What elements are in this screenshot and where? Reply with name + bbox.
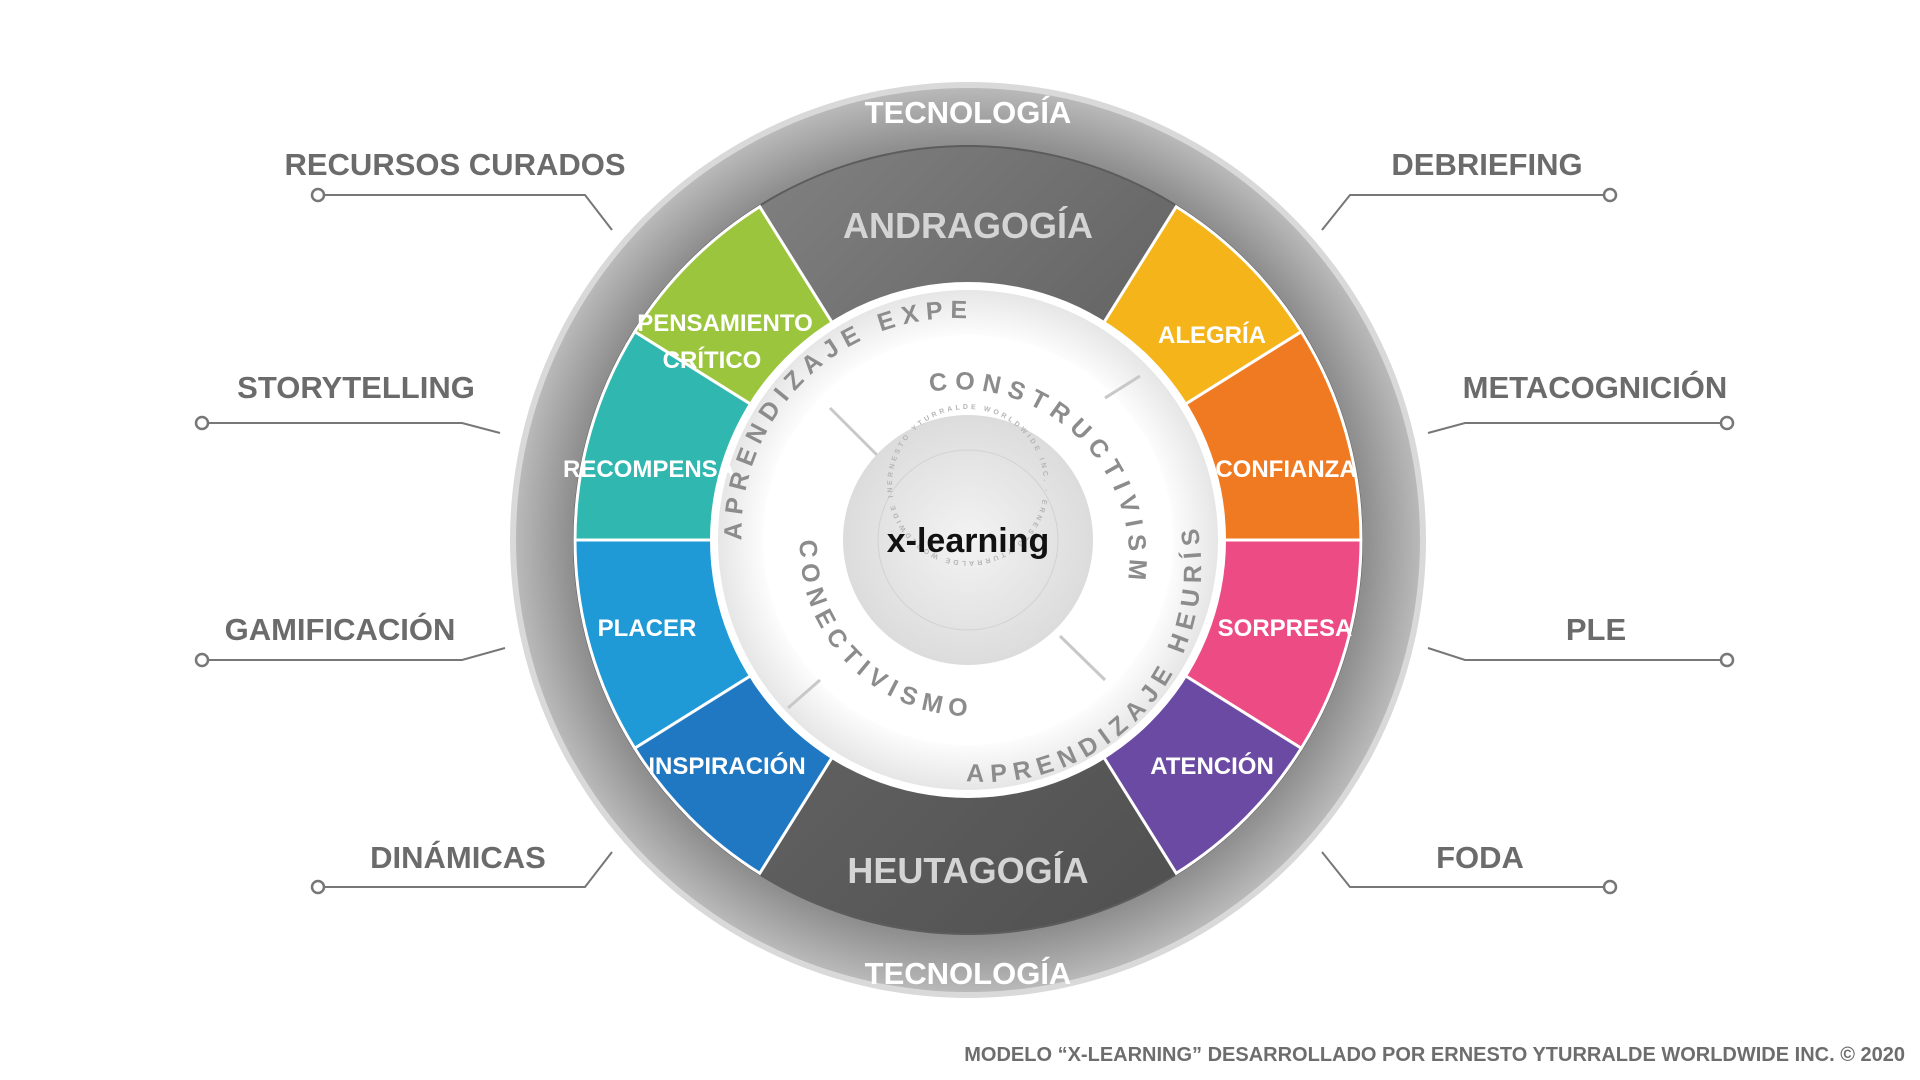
- callout-line-foda: [1321, 851, 1610, 888]
- callout-dot-metacognicion: [1719, 415, 1735, 431]
- sorpresa-label: SORPRESA: [1218, 615, 1353, 642]
- technology-top-label: TECNOLOGÍA: [865, 95, 1072, 130]
- callout-line-debriefing: [1321, 194, 1610, 231]
- callout-line-dinamicas: [318, 851, 613, 888]
- callout-gamificacion: GAMIFICACIÓN: [225, 611, 456, 647]
- callout-dots-right: [1602, 187, 1735, 895]
- alegria-label: ALEGRÍA: [1158, 321, 1266, 349]
- callout-line-gamificacion: [202, 647, 506, 661]
- callout-line-ple: [1427, 647, 1727, 661]
- confianza-label: CONFIANZA: [1215, 456, 1356, 483]
- callout-line-recursos: [318, 194, 613, 231]
- callouts-left: [202, 194, 613, 888]
- inner-divider-ne: [1104, 374, 1141, 400]
- callout-dot-storytelling: [194, 415, 210, 431]
- inner-divider-nw: [828, 406, 882, 460]
- inner-divider-sw: [787, 678, 821, 710]
- technology-bottom-label: TECNOLOGÍA: [865, 956, 1072, 991]
- callout-dot-foda: [1602, 879, 1618, 895]
- recompensa-label: RECOMPENSA: [563, 456, 735, 483]
- callout-metacognicion: METACOGNICIÓN: [1463, 369, 1728, 405]
- callout-storytelling: STORYTELLING: [237, 370, 475, 405]
- callout-line-metacognicion: [1427, 422, 1727, 434]
- heutagogia-label: HEUTAGOGÍA: [847, 850, 1088, 891]
- callout-dot-recursos: [310, 187, 326, 203]
- segment-ring: [573, 204, 1363, 876]
- center-label: x-learning: [887, 522, 1049, 560]
- callout-recursos-curados: RECURSOS CURADOS: [284, 147, 625, 182]
- callout-dot-gamificacion: [194, 652, 210, 668]
- andragogia-label: ANDRAGOGÍA: [843, 205, 1093, 246]
- callout-foda: FODA: [1436, 840, 1524, 875]
- core-ring-line: [877, 449, 1059, 631]
- callout-dinamicas: DINÁMICAS: [370, 840, 546, 875]
- callout-ple: PLE: [1566, 612, 1626, 647]
- footer-credit: MODELO “X-LEARNING” DESARROLLADO POR ERN…: [964, 1044, 1905, 1066]
- callout-line-storytelling: [202, 422, 501, 434]
- callout-debriefing: DEBRIEFING: [1391, 147, 1582, 182]
- callouts-right: [1321, 194, 1727, 888]
- atencion-label: ATENCIÓN: [1150, 752, 1274, 780]
- callout-dots-left: [194, 187, 326, 895]
- core-circle: [843, 415, 1093, 665]
- callout-dot-dinamicas: [310, 879, 326, 895]
- callout-dot-ple: [1719, 652, 1735, 668]
- inner-divider-se: [1058, 634, 1107, 682]
- callout-dot-debriefing: [1602, 187, 1618, 203]
- placer-label: PLACER: [598, 615, 697, 642]
- inspiracion-label: INSPIRACIÓN: [648, 752, 805, 780]
- pensamiento-label-line2: CRÍTICO: [663, 346, 762, 374]
- pensamiento-label-line1: PENSAMIENTO: [637, 310, 813, 337]
